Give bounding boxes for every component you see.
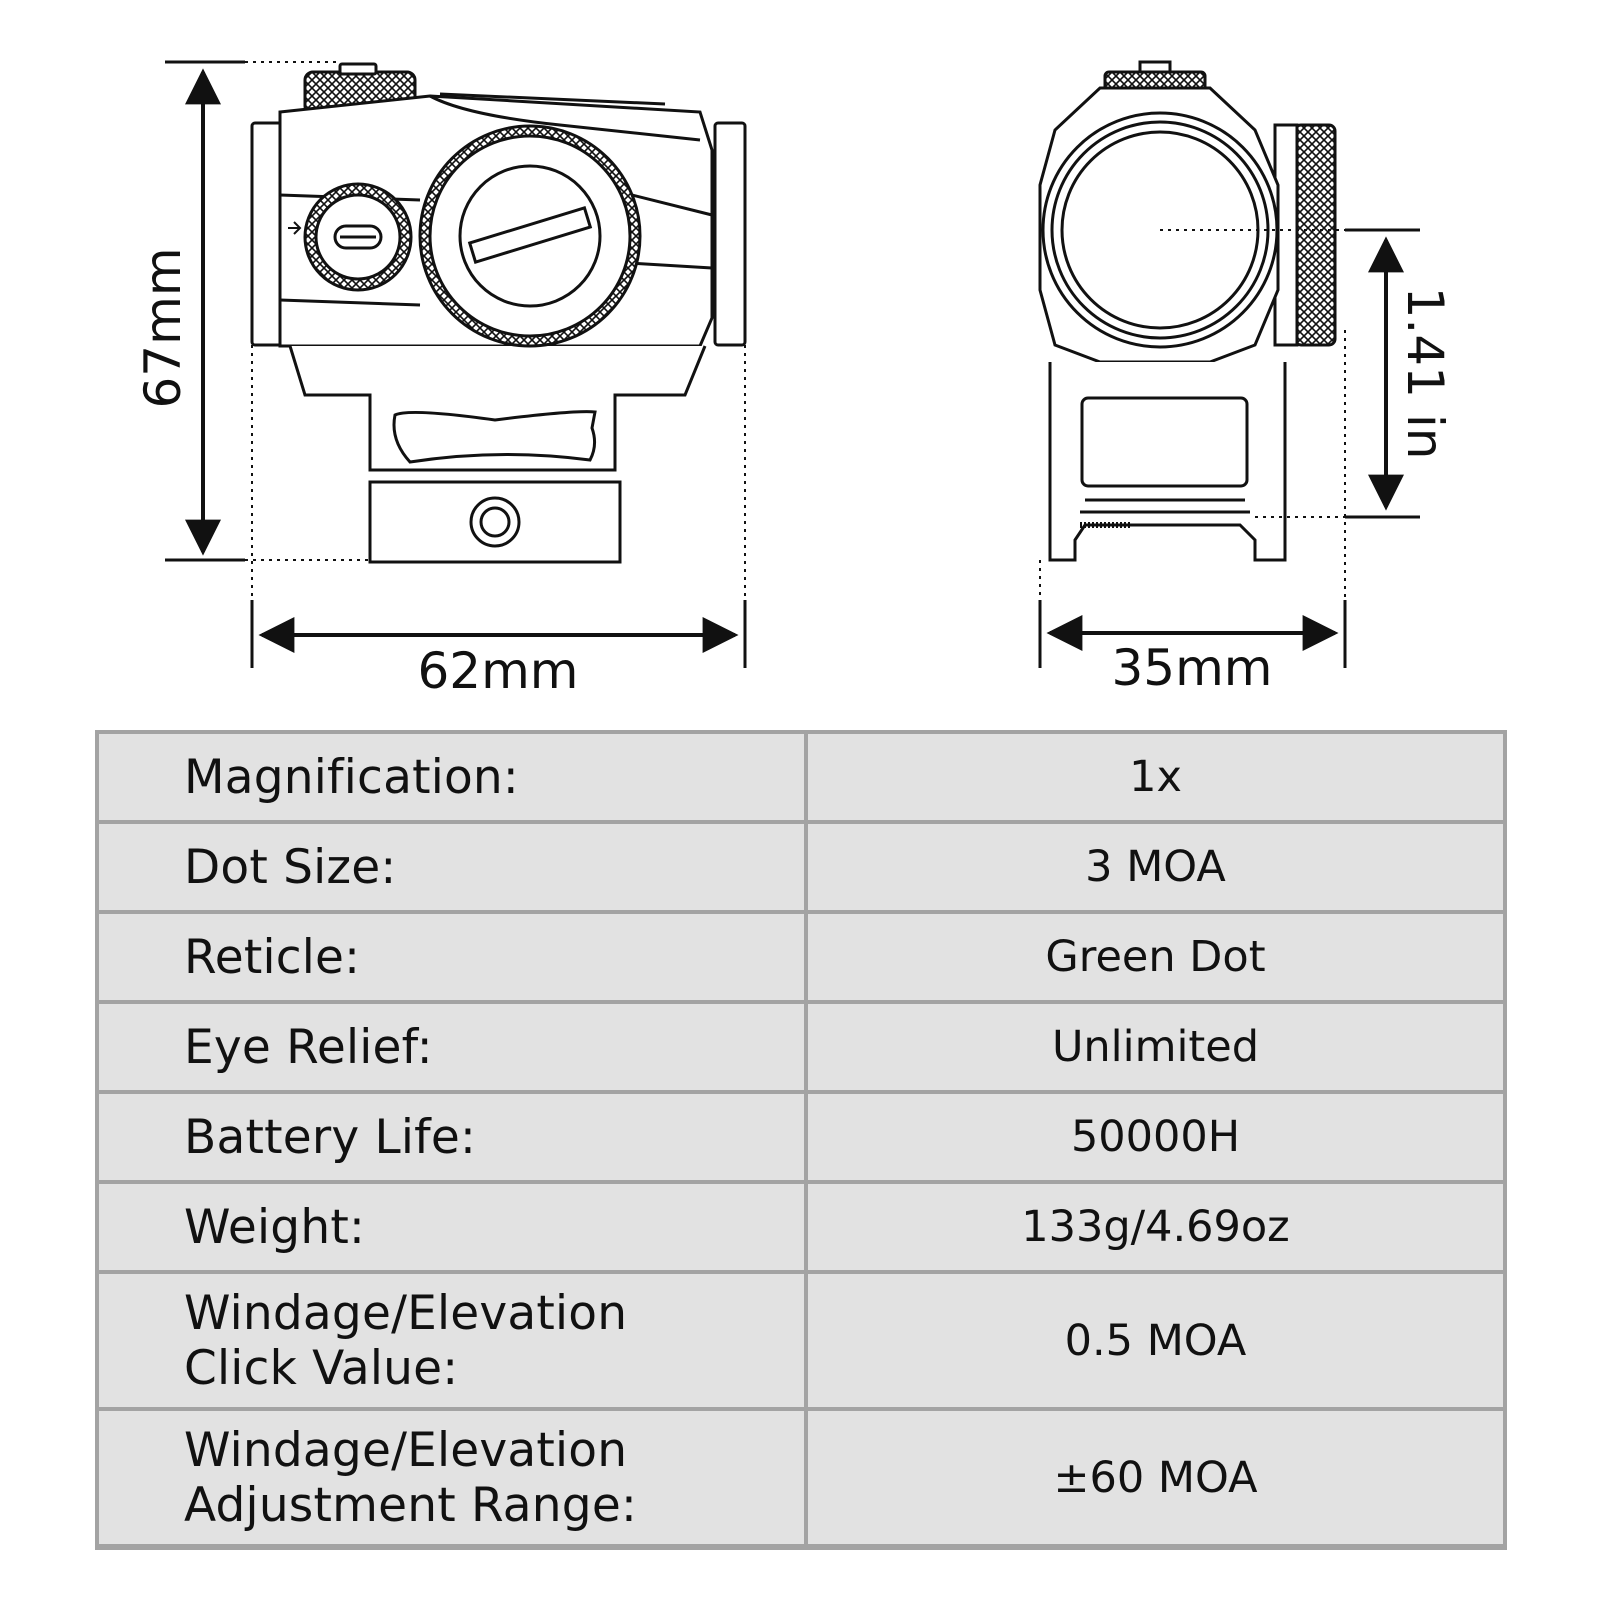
spec-value-click-value: 0.5 MOA bbox=[808, 1274, 1503, 1407]
spec-label-reticle: Reticle: bbox=[99, 914, 804, 1000]
spec-value-battery-life: 50000H bbox=[808, 1094, 1503, 1180]
specs-table: Magnification: 1x Dot Size: 3 MOA Reticl… bbox=[95, 730, 1507, 1550]
front-mount bbox=[1048, 362, 1287, 562]
spec-value-reticle: Green Dot bbox=[808, 914, 1503, 1000]
spec-label-weight: Weight: bbox=[99, 1184, 804, 1270]
front-housing bbox=[1038, 86, 1280, 364]
spec-value-adjustment-range: ±60 MOA bbox=[808, 1411, 1503, 1544]
front-width-label: 35mm bbox=[1111, 639, 1272, 697]
dimension-diagram: 67mm 62mm 1.41 in bbox=[134, 60, 1454, 700]
side-view-sight bbox=[250, 62, 747, 564]
spec-label-magnification: Magnification: bbox=[99, 734, 804, 820]
spec-label-dot-size: Dot Size: bbox=[99, 824, 804, 910]
spec-value-weight: 133g/4.69oz bbox=[808, 1184, 1503, 1270]
front-view-sight bbox=[1038, 60, 1337, 562]
optical-axis-dimension: 1.41 in bbox=[1160, 228, 1454, 519]
spec-label-click-value: Windage/Elevation Click Value: bbox=[99, 1274, 804, 1407]
rear-lens-ring bbox=[250, 121, 284, 347]
spec-label-battery-life: Battery Life: bbox=[99, 1094, 804, 1180]
side-turret bbox=[1293, 123, 1337, 347]
front-lens-ring bbox=[713, 121, 747, 347]
torx-screw-icon bbox=[469, 496, 521, 548]
spec-value-eye-relief: Unlimited bbox=[808, 1004, 1503, 1090]
spec-value-magnification: 1x bbox=[808, 734, 1503, 820]
height-dimension: 67mm bbox=[134, 60, 370, 562]
optical-axis-label: 1.41 in bbox=[1396, 287, 1454, 460]
side-width-dimension: 62mm bbox=[250, 345, 747, 700]
spec-value-dot-size: 3 MOA bbox=[808, 824, 1503, 910]
front-width-dimension: 35mm bbox=[1038, 330, 1347, 697]
side-width-label: 62mm bbox=[417, 642, 578, 700]
height-label: 67mm bbox=[134, 247, 192, 408]
objective-lens bbox=[1041, 111, 1279, 349]
spec-label-eye-relief: Eye Relief: bbox=[99, 1004, 804, 1090]
mount bbox=[288, 345, 707, 472]
spec-label-adjustment-range: Windage/Elevation Adjustment Range: bbox=[99, 1411, 804, 1544]
